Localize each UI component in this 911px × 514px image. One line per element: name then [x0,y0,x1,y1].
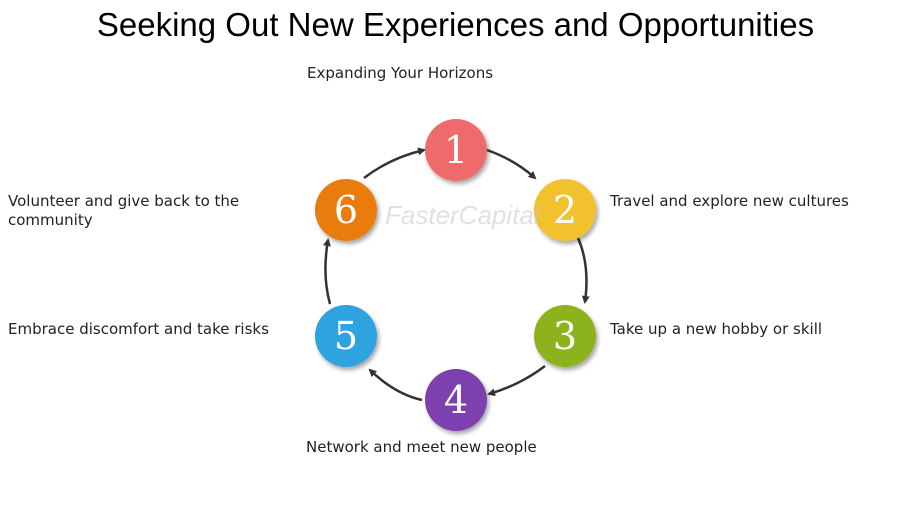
page-title: Seeking Out New Experiences and Opportun… [96,6,815,43]
arrow-2-to-3 [576,237,590,304]
arrow-1-to-2 [486,148,537,180]
step-node-4: 4 [425,369,487,431]
step-number-3: 3 [553,314,577,358]
step-label-1: Expanding Your Horizons [307,64,494,82]
arrow-5-to-6 [323,238,332,305]
step-node-2: 2 [534,179,596,241]
arrow-3-to-4 [487,365,546,397]
watermark: FasterCapital [385,200,541,230]
step-number-1: 1 [444,128,468,172]
step-label-5: Embrace discomfort and take risks [8,320,269,338]
step-label-6: Volunteer and give back to the community [8,192,240,229]
step-label-2: Travel and explore new cultures [610,192,849,210]
step-node-6: 6 [315,179,377,241]
step-label-4: Network and meet new people [306,438,537,456]
step-node-1: 1 [425,119,487,181]
cycle-arrows [323,147,590,402]
step-number-4: 4 [444,378,468,422]
step-node-3: 3 [534,305,596,367]
step-number-6: 6 [334,188,358,232]
step-node-5: 5 [315,305,377,367]
step-number-5: 5 [334,314,358,358]
step-number-2: 2 [553,188,577,232]
arrow-6-to-1 [363,147,426,179]
step-label-3: Take up a new hobby or skill [610,320,823,338]
arrow-4-to-5 [368,368,423,402]
